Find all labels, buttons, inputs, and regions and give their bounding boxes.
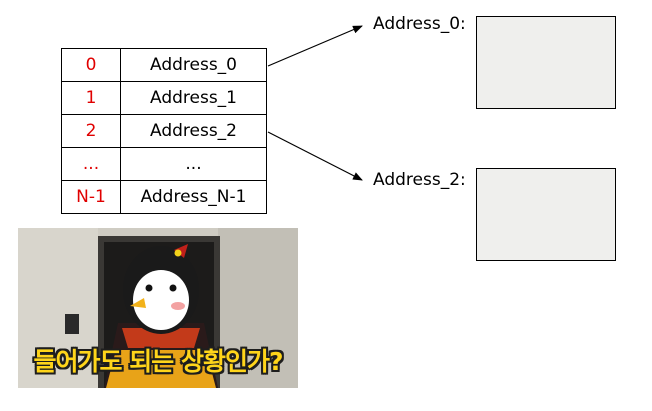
index-cell: ... <box>61 147 121 181</box>
target-label-0: Address_0: <box>373 14 466 34</box>
arrow-to-address-0 <box>267 25 363 67</box>
index-cell: 0 <box>61 48 121 82</box>
table-row: 2 Address_2 <box>61 114 267 148</box>
meme-caption: 들어가도 되는 상황인가? <box>33 347 284 376</box>
target-label-2: Address_2: <box>373 170 466 190</box>
table-row: N-1 Address_N-1 <box>61 180 267 214</box>
meme-image: 들어가도 되는 상황인가? <box>18 228 298 388</box>
memory-block-2 <box>476 168 616 261</box>
table-row: 1 Address_1 <box>61 81 267 115</box>
address-cell: Address_1 <box>120 81 267 115</box>
memory-block-0 <box>476 16 616 109</box>
arrow-to-address-2 <box>267 131 363 181</box>
address-cell: Address_2 <box>120 114 267 148</box>
index-cell: N-1 <box>61 180 121 214</box>
address-cell: Address_N-1 <box>120 180 267 214</box>
pointer-array-table: 0 Address_0 1 Address_1 2 Address_2 ... … <box>61 48 267 214</box>
penguin-mascot-illustration <box>18 228 298 388</box>
